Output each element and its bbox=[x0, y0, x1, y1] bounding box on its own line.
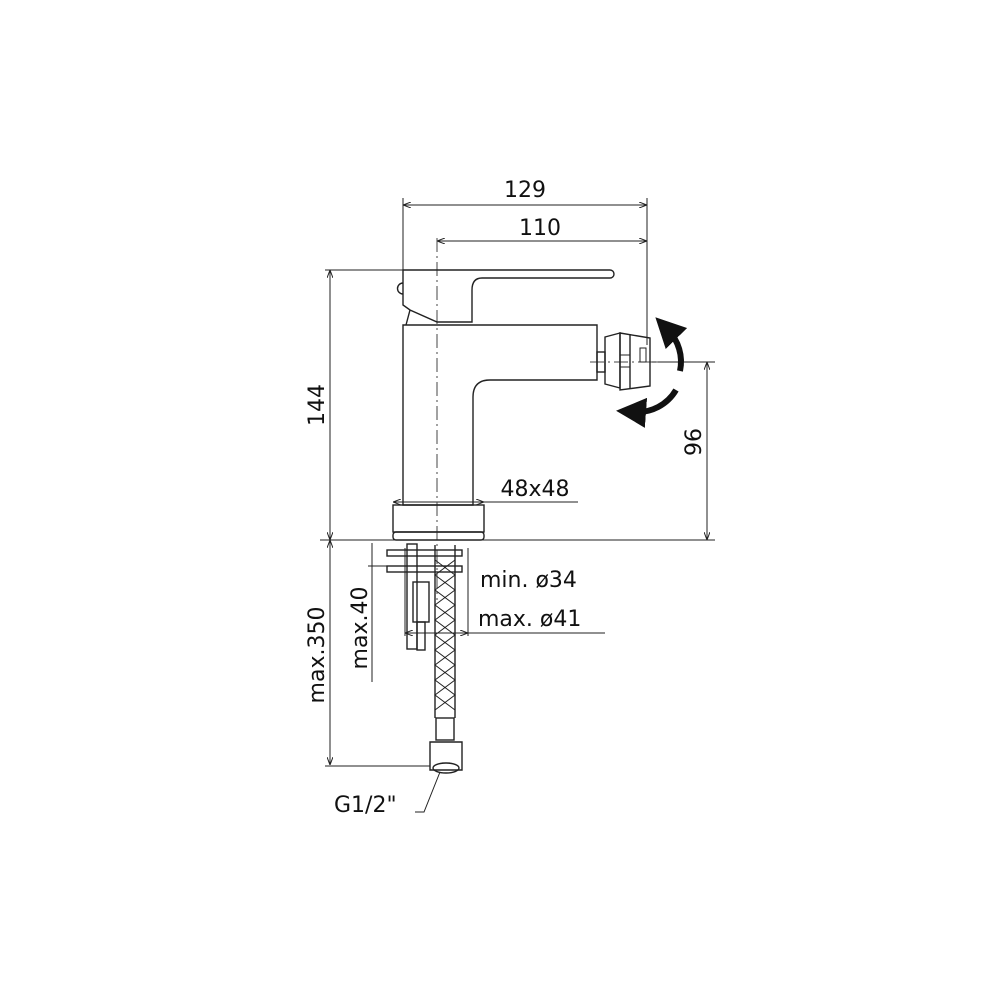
hole-max-label: max. ø41 bbox=[478, 607, 581, 632]
dimension-129: 129 bbox=[403, 178, 647, 205]
bidet-nozzle bbox=[596, 332, 651, 391]
dimension-hole-diameter: min. ø34 max. ø41 bbox=[404, 548, 605, 636]
mounting-kit bbox=[386, 543, 463, 651]
faucet-body bbox=[392, 324, 598, 541]
dimension-144: 144 bbox=[305, 270, 330, 540]
dim-144-label: 144 bbox=[305, 384, 330, 426]
dim-max-350-label: max.350 bbox=[305, 607, 330, 704]
dimension-96: 96 bbox=[682, 362, 707, 540]
dimension-110: 110 bbox=[437, 216, 647, 241]
braided-hose bbox=[429, 545, 463, 774]
connection-label: G1/2" bbox=[334, 793, 397, 818]
dim-96-label: 96 bbox=[682, 428, 707, 456]
dim-110-label: 110 bbox=[519, 216, 561, 241]
swivel-arrows-icon bbox=[616, 317, 688, 428]
dim-48x48-label: 48x48 bbox=[500, 477, 569, 502]
connection-callout: G1/2" bbox=[334, 771, 441, 818]
dim-129-label: 129 bbox=[504, 178, 546, 203]
dim-max-40-label: max.40 bbox=[348, 587, 373, 670]
hole-min-label: min. ø34 bbox=[480, 568, 577, 593]
dimension-max-350: max.350 bbox=[305, 540, 430, 767]
lever bbox=[396, 269, 615, 326]
dimension-max-40: max.40 bbox=[348, 543, 387, 682]
dimension-48x48: 48x48 bbox=[393, 477, 578, 502]
